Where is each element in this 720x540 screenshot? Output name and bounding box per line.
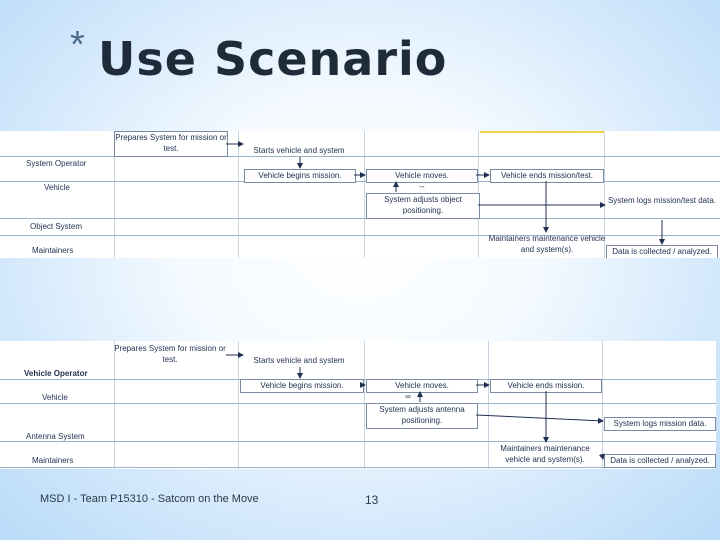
slide-title: Use Scenario (98, 32, 448, 86)
step-maintenance: Maintainers maintenance vehicle and syst… (488, 234, 606, 254)
step-moves: Vehicle moves. (366, 169, 478, 183)
lane-divider (0, 235, 720, 236)
lane-label-maintainers: Maintainers (32, 246, 74, 255)
lane-label-vehicle: Vehicle (44, 183, 70, 192)
lane-label-maintainers: Maintainers (32, 456, 74, 465)
step-starts: Starts vehicle and system (253, 146, 345, 155)
lane-divider (0, 441, 716, 442)
lane-divider (0, 467, 716, 468)
step-collected: Data is collected / analyzed. (606, 245, 718, 258)
step-begins: Vehicle begins mission. (244, 169, 356, 183)
loop-mark: -- (419, 182, 425, 191)
step-prepares: Prepares System for mission or test. (114, 344, 226, 364)
grid-line (364, 341, 365, 469)
lane-label-vehicle-operator: Vehicle Operator (24, 369, 88, 378)
grid-line (114, 131, 115, 258)
star-bullet-icon: * (70, 24, 85, 66)
lane-label-object-system: Object System (30, 222, 83, 231)
grid-line (604, 131, 605, 258)
step-adjusts: System adjusts object positioning. (366, 193, 480, 219)
grid-line (238, 131, 239, 258)
lane-divider (0, 403, 716, 404)
step-adjusts: System adjusts antenna positioning. (366, 403, 478, 429)
page-number: 13 (365, 493, 379, 507)
lane-divider (0, 156, 720, 157)
step-collected: Data is collected / analyzed. (604, 454, 716, 468)
flow-arrows (226, 141, 665, 245)
lane-label-system-operator: System Operator (26, 159, 87, 168)
lane-label-antenna-system: Antenna System (26, 432, 85, 441)
step-logs: System logs mission/test data. (607, 196, 717, 205)
highlight-bar (480, 131, 604, 133)
lane-divider (0, 218, 720, 219)
step-prepares: Prepares System for mission or test. (114, 131, 228, 157)
use-scenario-diagram-top: System Operator Vehicle Object System Ma… (0, 131, 720, 258)
grid-line (364, 131, 365, 258)
flow-arrows (226, 352, 605, 460)
loop-mark: ∞ (405, 392, 411, 401)
step-ends: Vehicle ends mission/test. (490, 169, 604, 183)
lane-divider (0, 181, 720, 182)
grid-line (238, 341, 239, 469)
grid-line (114, 341, 115, 469)
arrow-to-collected (598, 453, 605, 460)
use-scenario-diagram-bottom: Vehicle Operator Vehicle Antenna System … (0, 341, 716, 469)
lane-label-vehicle: Vehicle (42, 393, 68, 402)
grid-line (488, 341, 489, 469)
arrow-to-logs (475, 414, 604, 424)
footer-team-label: MSD I - Team P15310 - Satcom on the Move (40, 493, 259, 505)
step-starts: Starts vehicle and system (253, 356, 345, 365)
step-logs: System logs mission data. (604, 417, 716, 431)
step-maintenance: Maintainers maintenance vehicle and syst… (500, 444, 590, 464)
grid-line (602, 341, 603, 469)
